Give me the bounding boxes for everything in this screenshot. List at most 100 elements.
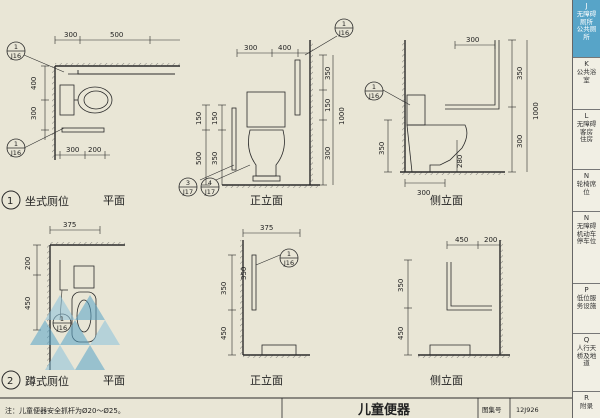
note-text: 注：儿童便器安全抓杆为Ø20～Ø25。 — [5, 406, 125, 415]
dim-front1-400: 400 — [278, 44, 291, 52]
front-1-caption: 正立面 — [250, 193, 283, 207]
callout-2-bottom: J16 — [10, 149, 21, 157]
chapter-tab-letter: L — [584, 112, 589, 120]
dim-plan1-300-left: 300 — [30, 107, 38, 120]
chapter-tab-text: 附录 — [580, 402, 593, 410]
dim-front1-300: 300 — [244, 44, 257, 52]
side-2-lines — [404, 240, 510, 358]
drawing-title: 儿童便器 — [357, 402, 411, 418]
chapter-tab-text: 无障碍机动车停车位 — [576, 222, 597, 245]
callout-5-top: 4 — [208, 179, 212, 187]
chapter-tab-letter: K — [584, 60, 589, 68]
dim-side1-350: 350 — [516, 67, 524, 80]
dim-plan2-450: 450 — [24, 297, 32, 310]
title-block-lines — [0, 397, 572, 418]
dim-front2-350-b: 350 — [240, 267, 248, 280]
section-2-number: 2 — [7, 376, 13, 387]
side-2-caption: 侧立面 — [430, 373, 463, 387]
dim-plan1-400: 400 — [30, 77, 38, 90]
dim-front1-150-a: 150 — [195, 112, 203, 125]
callout-5-bottom: J17 — [204, 188, 215, 196]
dim-front2-375: 375 — [260, 224, 273, 232]
plan-1-lines — [23, 36, 180, 160]
side-1-lines — [382, 39, 528, 187]
chapter-tab-q[interactable]: Q 人行天桥及地道 — [573, 334, 600, 392]
dim-front1-1000: 1000 — [338, 107, 346, 125]
dim-plan2-200: 200 — [24, 257, 32, 270]
dim-side1-350-l: 350 — [378, 142, 386, 155]
chapter-tab-letter: Q — [583, 336, 590, 344]
dim-side2-450-l: 450 — [397, 327, 405, 340]
chapter-tab-letter: J — [585, 2, 588, 10]
dim-plan2-375: 375 — [63, 221, 76, 229]
callout-6-top: 1 — [372, 83, 376, 91]
chapter-tab-p[interactable]: P 低位服务设施 — [573, 284, 600, 334]
dim-front1-300-r: 300 — [324, 147, 332, 160]
dim-side2-350: 350 — [397, 279, 405, 292]
chapter-tab-text: 公共浴室 — [576, 68, 597, 84]
dim-side1-300-r: 300 — [516, 135, 524, 148]
chapter-tab-j[interactable]: J 无障碍厕所 公共厕所 — [573, 0, 600, 58]
callout-3-bottom: J16 — [338, 29, 349, 37]
dim-side2-450: 450 — [455, 236, 468, 244]
chapter-tab-letter: N — [583, 172, 590, 180]
view-captions: 1 坐式厕位 平面 正立面 侧立面 2 蹲式厕位 平面 正立面 侧立面 — [7, 193, 463, 388]
chapter-tab-n1[interactable]: N 轮椅席位 — [573, 170, 600, 212]
side-1-caption: 侧立面 — [430, 193, 463, 207]
chapter-tab-text: 人行天桥及地道 — [576, 344, 597, 367]
callout-6-bottom: J16 — [368, 92, 379, 100]
callout-2-top: 1 — [14, 140, 18, 148]
front-1-lines — [199, 35, 338, 188]
section-1-number: 1 — [7, 196, 13, 207]
chapter-tab-r[interactable]: R 附录 — [573, 392, 600, 418]
chapter-tab-text: 轮椅席位 — [576, 180, 597, 196]
dim-front1-150-b: 150 — [211, 112, 219, 125]
callout-8-top: 1 — [287, 250, 291, 258]
dim-front1-500: 500 — [195, 152, 203, 165]
callout-labels: 1 J16 1 J16 1 J16 3 J17 4 J17 1 J16 1 J1… — [10, 20, 379, 332]
atlas-label: 图集号 — [482, 405, 502, 414]
callout-4-bottom: J17 — [182, 188, 193, 196]
dim-front1-350-r: 350 — [324, 67, 332, 80]
front-2-lines — [228, 229, 310, 358]
dim-front1-350: 350 — [211, 152, 219, 165]
front-2-caption: 正立面 — [250, 373, 283, 387]
callout-1-top: 1 — [14, 43, 18, 51]
callout-circles — [1, 18, 384, 390]
dim-plan1-200-bot: 200 — [88, 146, 101, 154]
plan-2-caption: 平面 — [103, 374, 125, 387]
plan-2-lines — [33, 226, 125, 370]
chapter-tab-text: 无障碍客房 住房 — [576, 120, 597, 143]
dim-front2-350-a: 350 — [220, 282, 228, 295]
chapter-tab-k[interactable]: K 公共浴室 — [573, 58, 600, 110]
dim-front2-450: 450 — [220, 327, 228, 340]
chapter-tab-n2[interactable]: N 无障碍机动车停车位 — [573, 212, 600, 284]
dimension-labels: 300 500 400 300 300 200 300 400 150 500 … — [24, 31, 540, 340]
chapter-tab-l[interactable]: L 无障碍客房 住房 — [573, 110, 600, 170]
dim-side1-300-bot: 300 — [417, 189, 430, 197]
callout-8-bottom: J16 — [283, 259, 294, 267]
plan-1-caption: 平面 — [103, 194, 125, 207]
dim-side1-300-top: 300 — [466, 36, 479, 44]
callout-4-top: 3 — [186, 179, 190, 187]
section-2-name: 蹲式厕位 — [25, 374, 69, 388]
dim-side1-1000: 1000 — [532, 102, 540, 120]
chapter-index-sidebar: J 无障碍厕所 公共厕所 K 公共浴室 L 无障碍客房 住房 N 轮椅席位 N … — [572, 0, 600, 418]
dim-front1-150-r: 150 — [324, 99, 332, 112]
callout-7-bottom: J16 — [56, 324, 67, 332]
chapter-tab-letter: P — [584, 286, 589, 294]
dim-plan1-300-top: 300 — [64, 31, 77, 39]
callout-1-bottom: J16 — [10, 52, 21, 60]
dim-plan1-500-top: 500 — [110, 31, 123, 39]
dim-side2-200: 200 — [484, 236, 497, 244]
watermark-triangles — [30, 295, 120, 370]
dim-side1-280: 280 — [456, 155, 464, 168]
chapter-tab-text: 无障碍厕所 公共厕所 — [576, 10, 597, 41]
chapter-tab-text: 低位服务设施 — [576, 294, 597, 310]
section-1-name: 坐式厕位 — [25, 194, 69, 208]
chapter-tab-letter: R — [584, 394, 589, 402]
callout-3-top: 1 — [342, 20, 346, 28]
drawing-sheet: 300 500 400 300 300 200 300 400 150 500 … — [0, 18, 572, 418]
callout-7-top: 1 — [60, 315, 64, 323]
